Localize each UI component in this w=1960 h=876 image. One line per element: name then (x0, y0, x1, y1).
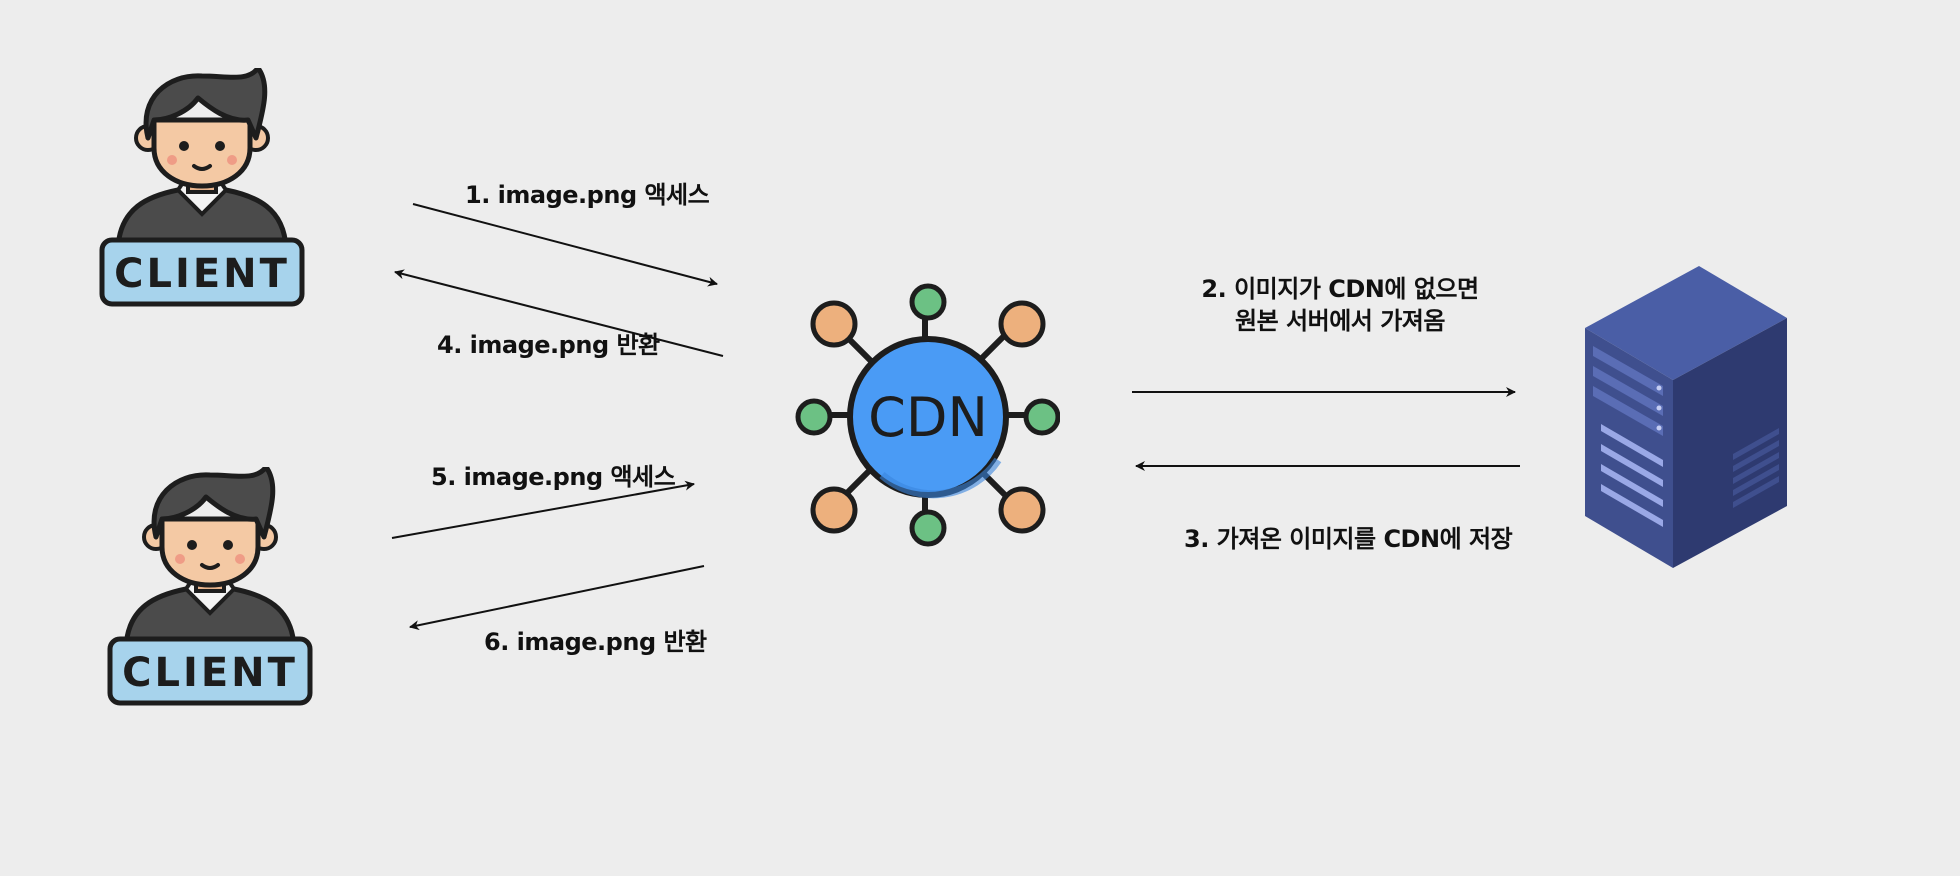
server-rack-icon (1585, 266, 1787, 568)
step1-label: 1. image.png 액세스 (465, 181, 710, 209)
client-badge-label: CLIENT (122, 650, 298, 696)
cdn-edge-node (810, 300, 858, 348)
arrow-step1 (412, 203, 718, 287)
client-badge-label: CLIENT (114, 251, 290, 297)
cdn-label: CDN (868, 386, 988, 449)
cdn-edge-node (909, 509, 947, 547)
step3-label: 3. 가져온 이미지를 CDN에 저장 (1184, 525, 1513, 553)
step2-label-line1: 2. 이미지가 CDN에 없으면 (1201, 275, 1479, 303)
cdn-edge-node (810, 486, 858, 534)
cdn-edge-node (909, 283, 947, 321)
arrow-step6 (409, 565, 705, 631)
arrow-step5 (391, 480, 695, 539)
step2-label-line2: 원본 서버에서 가져옴 (1235, 307, 1445, 335)
cdn-icon: CDN (795, 283, 1060, 547)
client-icon: CLIENT (107, 467, 313, 706)
step4-label: 4. image.png 반환 (437, 331, 660, 359)
cdn-edge-node (795, 398, 833, 436)
cdn-edge-node (998, 486, 1046, 534)
step2-label: 2. 이미지가 CDN에 없으면 원본 서버에서 가져옴 (1170, 273, 1510, 337)
cdn-edge-node (1023, 398, 1060, 436)
arrow-step4 (394, 269, 724, 357)
step6-label: 6. image.png 반환 (484, 628, 707, 656)
step5-label: 5. image.png 액세스 (431, 463, 676, 491)
client-icon: CLIENT (99, 68, 305, 307)
cdn-edge-node (998, 300, 1046, 348)
